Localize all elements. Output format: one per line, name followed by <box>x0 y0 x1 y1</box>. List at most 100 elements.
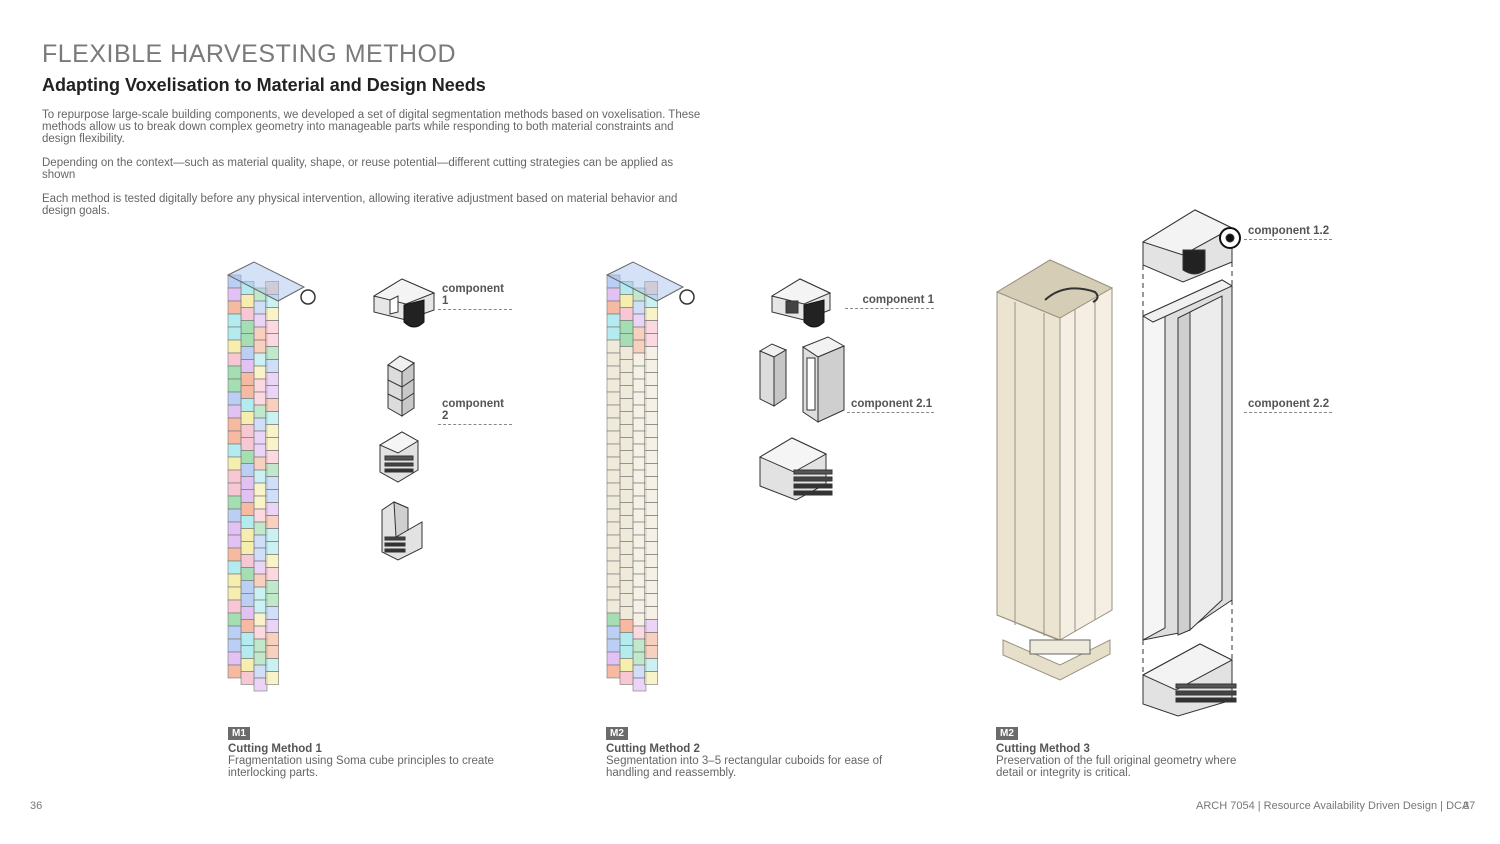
col1-voxel <box>265 502 280 516</box>
col2-voxel <box>644 346 659 360</box>
col2-voxel <box>619 424 634 438</box>
col1-voxel <box>265 385 280 399</box>
col1-voxel <box>253 443 268 458</box>
page-number-left: 36 <box>30 800 43 812</box>
col1-voxel <box>227 404 242 419</box>
col2-voxel <box>606 456 621 471</box>
col2-voxel <box>644 541 659 555</box>
col2-voxel <box>619 606 634 620</box>
col1-voxel <box>240 645 255 659</box>
col1-voxel <box>227 456 242 471</box>
col1-voxel <box>253 300 268 315</box>
col1-voxel <box>265 463 280 477</box>
col2-voxel <box>644 502 659 516</box>
m3-component-2-2-drawing <box>1141 279 1234 641</box>
col2-voxel <box>606 508 621 523</box>
col1-voxel <box>253 378 268 393</box>
col1-voxel <box>240 346 255 360</box>
col1-voxel <box>227 339 242 354</box>
col1-voxel <box>227 469 242 484</box>
col1-voxel <box>227 313 242 328</box>
col1-voxel <box>240 333 255 347</box>
col2-voxel <box>644 619 659 633</box>
col2-voxel <box>606 430 621 445</box>
col1-voxel <box>227 482 242 497</box>
col2-voxel <box>644 281 659 295</box>
col2-voxel <box>619 372 634 386</box>
intro-paragraph-1: To repurpose large-scale building compon… <box>42 109 701 145</box>
col1-voxel <box>265 346 280 360</box>
col2-voxel <box>632 339 647 354</box>
col2-voxel <box>644 307 659 321</box>
col2-voxel <box>644 411 659 425</box>
col1-voxel <box>265 294 280 308</box>
col2-voxel <box>619 619 634 633</box>
intro-paragraph-2: Depending on the context—such as materia… <box>42 157 674 181</box>
col1-voxel <box>227 287 242 302</box>
col2-voxel <box>606 651 621 666</box>
col2-voxel <box>644 671 659 685</box>
col1-voxel <box>227 417 242 432</box>
col1-voxel <box>265 281 280 295</box>
col2-voxel <box>632 326 647 341</box>
col1-voxel <box>265 671 280 685</box>
col2-voxel <box>644 320 659 334</box>
col1-voxel <box>240 320 255 334</box>
col1-top-cap <box>226 261 306 302</box>
col2-voxel <box>644 515 659 529</box>
col2-voxel <box>644 463 659 477</box>
col2-voxel <box>606 391 621 406</box>
col1-voxel <box>265 424 280 438</box>
col2-voxel <box>644 606 659 620</box>
col2-voxel <box>644 567 659 581</box>
method-3-description: Preservation of the full original geomet… <box>996 755 1237 779</box>
col1-voxel <box>227 625 242 640</box>
col2-voxel <box>606 417 621 432</box>
col2-voxel <box>619 320 634 334</box>
col1-voxel <box>227 586 242 601</box>
col1-voxel <box>227 573 242 588</box>
col2-voxel <box>606 495 621 510</box>
col2-voxel <box>632 625 647 640</box>
col1-voxel <box>253 391 268 406</box>
col1-voxel <box>265 437 280 451</box>
col2-voxel <box>644 489 659 503</box>
col1-voxel <box>253 534 268 549</box>
col1-voxel <box>265 489 280 503</box>
m3-dashed-guides <box>1142 262 1233 675</box>
col1-voxel <box>227 352 242 367</box>
col2-voxel <box>619 528 634 542</box>
col1-voxel <box>240 281 255 295</box>
intro-paragraph-3: Each method is tested digitally before a… <box>42 193 678 217</box>
col2-voxel <box>644 372 659 386</box>
col1-voxel <box>227 638 242 653</box>
col1-voxel <box>265 593 280 607</box>
col1-voxel <box>240 476 255 490</box>
col1-voxel <box>265 658 280 672</box>
col1-voxel <box>240 359 255 373</box>
col2-voxel <box>619 476 634 490</box>
col2-voxel <box>619 658 634 672</box>
col1-voxel <box>227 326 242 341</box>
col2-voxel <box>619 489 634 503</box>
col1-voxel <box>265 476 280 490</box>
col1-voxel <box>240 398 255 412</box>
col1-voxel <box>240 411 255 425</box>
col1-voxel <box>227 378 242 393</box>
col1-voxel <box>265 411 280 425</box>
col2-voxel <box>632 443 647 458</box>
col2-voxel <box>632 586 647 601</box>
col2-voxel <box>606 625 621 640</box>
m3-component-1-2-drawing <box>1141 209 1241 283</box>
col1-voxel <box>265 359 280 373</box>
m2-component-1-drawing <box>770 278 832 328</box>
col1-voxel <box>240 528 255 542</box>
m1-component-1-drawing <box>372 278 436 328</box>
col2-voxel <box>606 443 621 458</box>
col2-voxel <box>606 274 621 289</box>
col2-voxel <box>632 521 647 536</box>
col2-voxel <box>619 333 634 347</box>
col1-voxel <box>227 534 242 549</box>
col2-voxel <box>606 547 621 562</box>
method-2-badge: M2 <box>606 727 628 740</box>
